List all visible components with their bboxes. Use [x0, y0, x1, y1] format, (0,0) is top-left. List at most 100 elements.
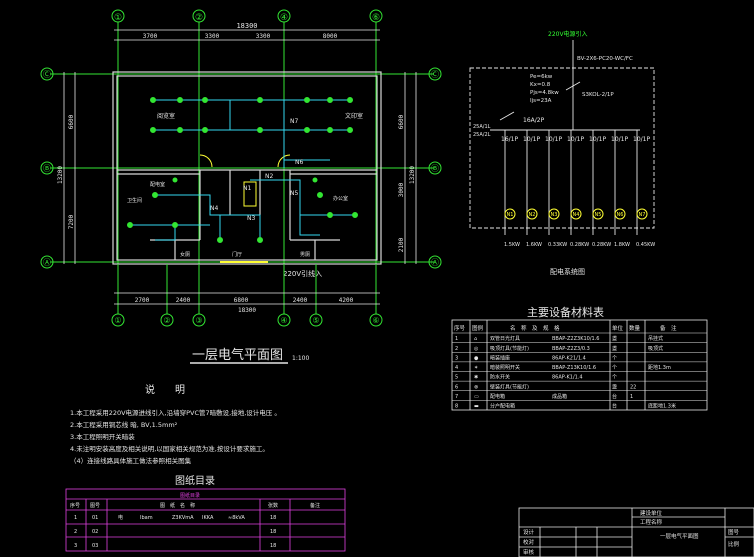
- notes-title: 说 明: [145, 383, 185, 396]
- index-title: 图纸目录: [175, 474, 215, 487]
- index-cell-1-7: 18: [270, 529, 276, 535]
- room-8: 男厕: [300, 252, 310, 258]
- rating-5: 10/1P: [589, 136, 606, 143]
- dim-bottom-total: 18300: [238, 307, 256, 314]
- materials-table: 主要设备材料表 序号 图例 名 称 及 规 格 单位 数量 备 注 1⌂双管日光…: [451, 305, 708, 411]
- index-header-remark: 备注: [310, 502, 320, 509]
- distribution-panel: [243, 181, 257, 207]
- outlet-n4: N4: [573, 212, 580, 218]
- axis-bottom-4: ④: [280, 316, 287, 325]
- axis-right-b: Ⓑ: [431, 164, 439, 173]
- dim-top-1: 3700: [143, 33, 158, 40]
- note-2: 2.本工程采用铜芯线 暗, BV,1.5mm²: [70, 420, 178, 429]
- index-cell-0-4: Z3KVmA: [172, 515, 194, 521]
- dim-top-total: 18300: [236, 22, 257, 30]
- mat-cell-4-0: 5: [455, 375, 458, 381]
- mat-cell-7-2: 分户配电箱: [490, 403, 515, 410]
- mat-cell-5-5: 22: [630, 384, 636, 390]
- outlet-n1: N1: [507, 212, 514, 218]
- mat-cell-5-2: 壁装灯具(节能灯): [490, 383, 529, 390]
- index-header-sheet: 图号: [90, 503, 100, 509]
- plan-circuit-n1: N1: [243, 185, 251, 192]
- dim-right-2: 3000: [398, 182, 405, 197]
- note-3: 3.本工程照明开关暗装: [70, 432, 135, 441]
- mat-cell-6-3: 成品箱: [552, 393, 567, 400]
- mat-cell-1-4: 盏: [612, 345, 617, 352]
- dim-bottom-1: 2700: [135, 297, 150, 304]
- axis-right-c: Ⓒ: [431, 70, 439, 79]
- tb-row-2: 校对: [523, 538, 535, 546]
- mat-cell-3-3: BBAP-Z13K10/1.6: [552, 365, 596, 371]
- index-header-no: 序号: [70, 502, 80, 509]
- index-caption: 图纸目录: [180, 492, 200, 499]
- index-cell-0-0: 1: [74, 515, 77, 521]
- index-cell-2-0: 3: [74, 543, 77, 549]
- floor-plan: ① ② ④ ⑥ 18300 3700 3300 3300 8000 Ⓒ Ⓑ Ⓐ …: [40, 9, 442, 364]
- tb-project: 工程名称: [640, 518, 663, 526]
- outlet-n3: N3: [551, 212, 558, 218]
- axis-bottom-1: ①: [114, 316, 121, 325]
- main-breaker: S3KOL-2/1P: [582, 92, 614, 98]
- mat-cell-6-5: 1: [630, 394, 633, 400]
- room-1: 阅览室: [157, 112, 175, 120]
- branch-breaker: 16A/2P: [523, 117, 545, 124]
- index-cell-1-1: 02: [92, 529, 98, 535]
- rating-1: 16/1P: [501, 136, 518, 143]
- mat-cell-2-2: 暗装插座: [490, 354, 510, 361]
- dim-left-2: 7200: [68, 214, 75, 229]
- load-param-4: Ijs=23A: [530, 98, 552, 104]
- mat-cell-4-3: 86AP-K1/1.4: [552, 375, 583, 381]
- mat-cell-3-0: 4: [455, 365, 458, 371]
- mat-cell-0-4: 盏: [612, 335, 617, 342]
- incoming-supply: 220V电源引入: [548, 30, 588, 38]
- axis-bottom-6: ⑥: [372, 316, 379, 325]
- distribution-system-diagram: 220V电源引入 BV-2X6-PC20-WC/FC Pe=6kw Kx=0.8…: [469, 30, 655, 276]
- plan-circuit-n7: N7: [290, 118, 298, 125]
- mat-cell-6-4: 台: [612, 393, 617, 400]
- mat-cell-7-1: ▬: [474, 404, 479, 410]
- system-title: 配电系统图: [550, 267, 585, 276]
- note-1: 1.本工程采用220V电源进线引入,沿墙穿PVC管7暗敷设,接地,设计电压 。: [70, 408, 281, 417]
- mat-header-unit: 单位: [612, 324, 624, 332]
- load-3: 0.33KW: [548, 242, 567, 248]
- mat-cell-3-1: ✶: [474, 365, 478, 371]
- index-cell-0-7: 18: [270, 515, 276, 521]
- mat-cell-6-2: 配电箱: [490, 393, 505, 400]
- cable-spec: BV-2X6-PC20-WC/FC: [577, 56, 633, 62]
- outlet-n6: N6: [617, 212, 624, 218]
- mat-cell-0-3: BBAP-Z2Z3K10/1.6: [552, 336, 599, 342]
- mat-cell-3-6: 距地1.3m: [648, 364, 671, 371]
- axis-left-a: Ⓐ: [43, 258, 51, 267]
- mat-cell-2-3: 86AP-K21/1.4: [552, 355, 586, 361]
- outlet-n2: N2: [529, 212, 536, 218]
- mat-cell-0-6: 吊挂式: [648, 335, 663, 342]
- mat-header-no: 序号: [454, 324, 466, 332]
- load-5: 0.28KW: [592, 242, 611, 248]
- tb-sheet-no: 图号: [728, 528, 740, 536]
- dim-left-total: 13200: [57, 166, 64, 184]
- load-param-3: Pjs=4.8kw: [530, 90, 559, 96]
- index-cell-0-3: Ibam: [140, 515, 153, 521]
- room-6: 门厅: [232, 251, 242, 258]
- bus-label-1: 25A/1L: [473, 124, 491, 130]
- dim-bottom-3: 6800: [234, 297, 249, 304]
- axis-top-1: ①: [114, 13, 122, 23]
- mat-cell-5-4: 盏: [612, 383, 617, 390]
- mat-cell-5-1: ⊗: [474, 384, 478, 390]
- mat-cell-2-1: ●: [474, 355, 479, 361]
- mat-cell-6-0: 7: [455, 394, 458, 400]
- axis-top-2: ②: [195, 13, 203, 23]
- mat-cell-0-2: 双管日光灯具: [490, 335, 520, 342]
- mat-cell-1-6: 吸顶式: [648, 345, 663, 352]
- mat-cell-3-4: 个: [612, 365, 617, 371]
- index-header-count: 张数: [268, 502, 278, 509]
- dim-right-1: 6600: [398, 114, 405, 129]
- index-cell-0-5: IKKA: [202, 515, 214, 521]
- supply-note: 220V引线入: [283, 269, 322, 278]
- room-3: 配电室: [150, 181, 165, 188]
- mat-cell-1-3: BBAP-Z2Z3/0.3: [552, 346, 590, 352]
- axis-bottom-2: ②: [163, 316, 170, 325]
- axis-right-a: Ⓐ: [431, 258, 439, 267]
- tb-sheet-name: 一层电气平面图: [660, 532, 699, 540]
- load-2: 1.6KW: [526, 242, 542, 248]
